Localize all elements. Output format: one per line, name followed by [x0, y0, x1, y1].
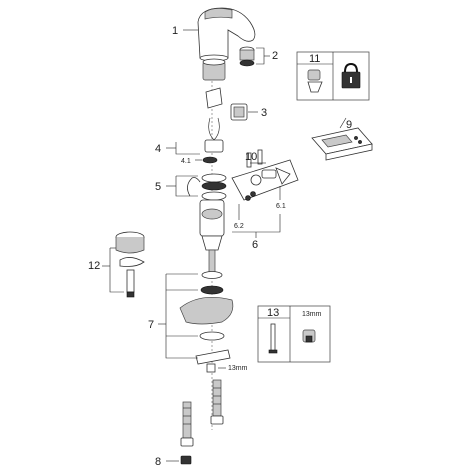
long-screw-icon	[268, 323, 278, 354]
inset-box-11: 11	[296, 51, 370, 101]
leader-7	[165, 274, 198, 359]
callout-6: 6	[252, 239, 258, 251]
aerator-part	[239, 46, 255, 67]
callout-5: 5	[155, 181, 161, 193]
padlock-icon	[341, 62, 361, 89]
callout-4: 4	[155, 143, 161, 155]
spout-body-part	[197, 7, 256, 62]
leader-2	[256, 47, 265, 65]
callout-10: 10	[245, 151, 257, 163]
mounting-set-part	[179, 271, 234, 373]
callout-6-2: 6.2	[234, 223, 244, 230]
remote-control-part	[311, 127, 373, 161]
extension-part	[115, 231, 145, 298]
callout-13mm-nut: 13mm	[228, 365, 248, 372]
callout-6-1: 6.1	[276, 203, 286, 210]
inset-13-size: 13mm	[302, 311, 322, 318]
aerator-key-icon	[307, 69, 323, 93]
inset-box-13: 13 13mm	[257, 305, 331, 363]
callout-4-1: 4.1	[181, 158, 191, 165]
callout-9: 9	[346, 119, 352, 131]
leader-9	[339, 117, 347, 129]
callout-8: 8	[155, 456, 161, 468]
leader-5	[175, 176, 198, 197]
sensor-insert-part	[202, 58, 226, 81]
cable-valve-part	[202, 117, 224, 164]
callout-2: 2	[272, 50, 278, 62]
hose-nut-part	[180, 455, 192, 465]
battery-holder-part	[205, 87, 248, 121]
inset-11-number: 11	[309, 53, 320, 65]
nut-icon	[302, 329, 316, 343]
supply-hoses-part	[180, 379, 224, 447]
mounting-body-part	[187, 177, 225, 275]
screw-part	[246, 149, 263, 168]
inset-13-number: 13	[267, 307, 279, 319]
temperature-limiter-part	[231, 159, 299, 201]
o-ring-set-part	[201, 173, 227, 201]
leader-12	[109, 248, 124, 293]
callout-12: 12	[88, 260, 100, 272]
leader-6	[232, 214, 281, 233]
callout-7: 7	[148, 319, 154, 331]
callout-1: 1	[172, 25, 178, 37]
callout-3: 3	[261, 107, 267, 119]
